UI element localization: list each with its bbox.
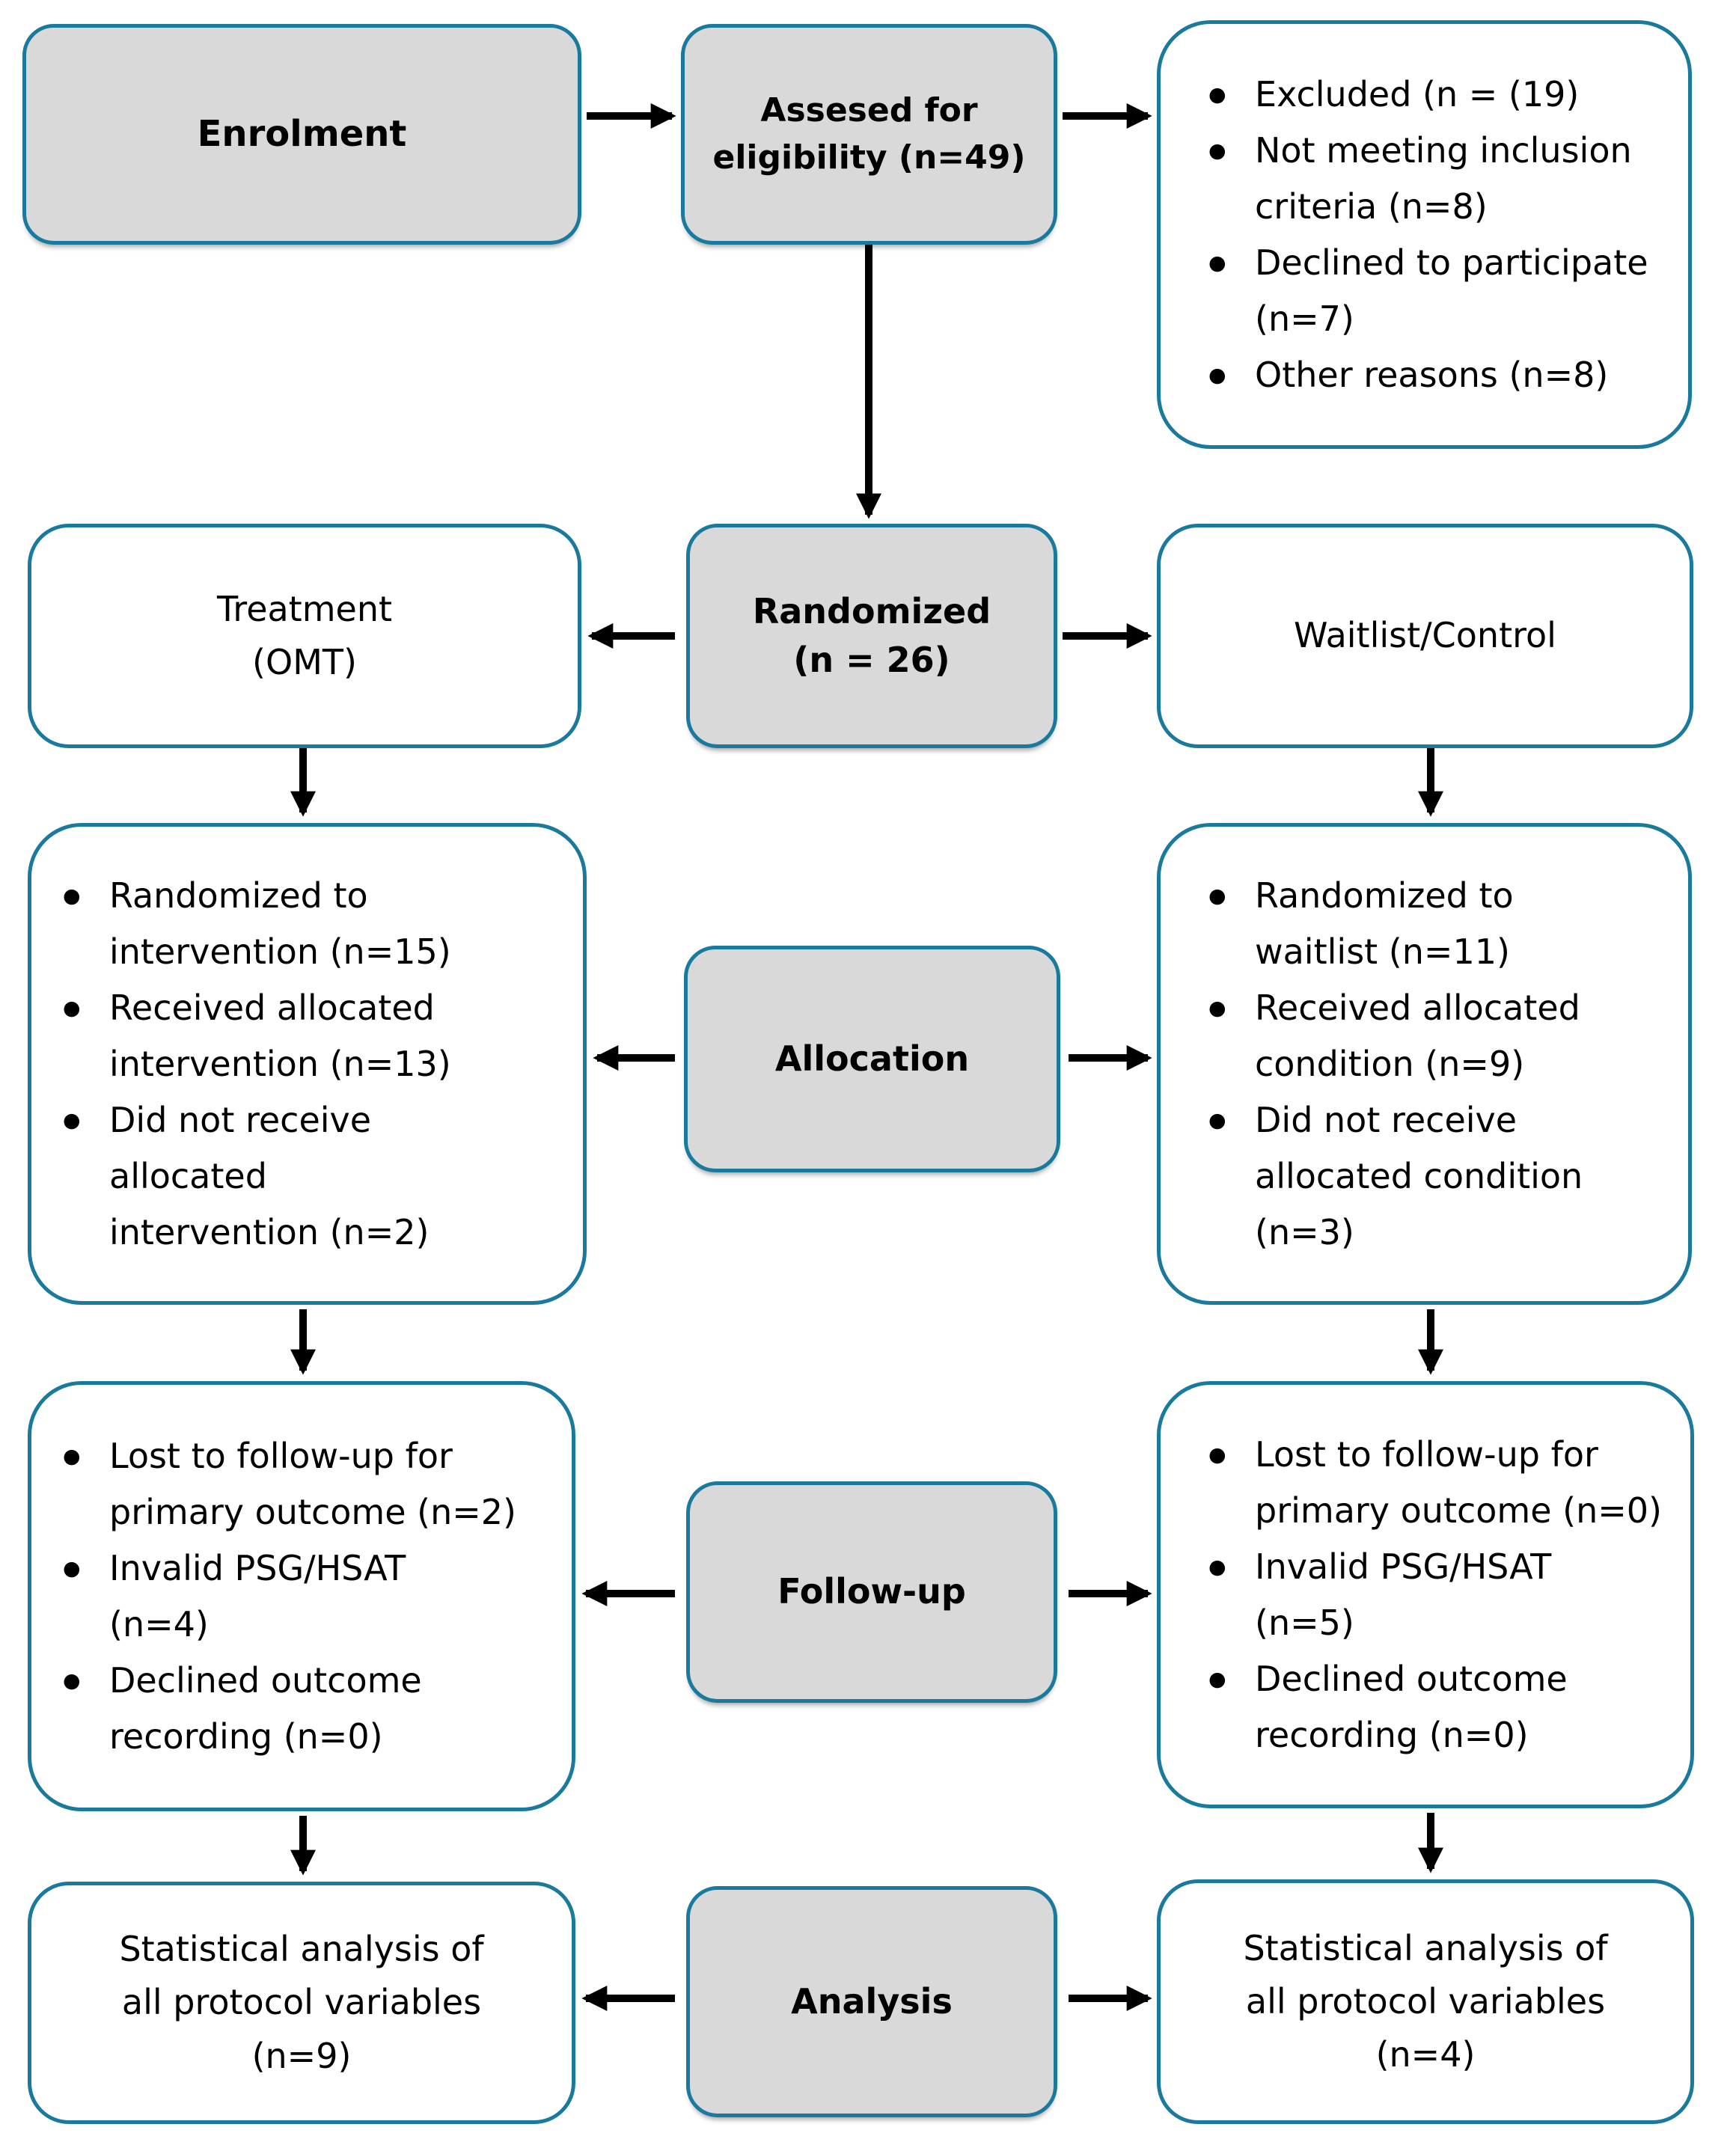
bullet-line: Declined outcome [1255,1658,1568,1699]
box-label-line: Statistical analysis of [119,1929,484,1970]
bullet-line: (n=7) [1255,298,1354,339]
box-followup: Follow-up [686,1481,1057,1703]
bullet-item: Did not receive allocated condition (n=3… [1161,1092,1688,1261]
box-allocation: Allocation [684,946,1060,1172]
box-label-line: all protocol variables [121,1982,482,2023]
bullet-item: Declined outcome recording (n=0) [1161,1651,1690,1763]
box-label: Follow-up [777,1571,966,1612]
box-label-line: eligibility (n=49) [712,138,1026,177]
box-label-line: (OMT) [252,642,357,682]
bullet-line: Randomized to [1255,875,1514,916]
box-followup-right: Lost to follow-up for primary outcome (n… [1157,1381,1694,1808]
bullet-line: Not meeting inclusion [1255,129,1632,171]
bullet-line: Did not receive [1255,1099,1518,1140]
bullet-line: Lost to follow-up for [1255,1433,1598,1475]
box-label-line: Randomized [752,590,991,631]
box-label-line: Treatment [216,588,393,629]
bullet-line: Lost to follow-up for [109,1435,453,1476]
box-followup-left: Lost to follow-up for primary outcome (n… [28,1381,575,1811]
bullet-line: criteria (n=8) [1255,186,1488,227]
box-analysis-left: Statistical analysis of all protocol var… [28,1882,575,2124]
bullet-line: Invalid PSG/HSAT [1255,1546,1552,1587]
bullet-line: Invalid PSG/HSAT [109,1547,406,1588]
allocation-right-list: Randomized to waitlist (n=11) Received a… [1161,868,1688,1261]
followup-left-list: Lost to follow-up for primary outcome (n… [31,1428,572,1765]
bullet-line: recording (n=0) [109,1716,383,1757]
box-label-line: (n=4) [1375,2034,1476,2075]
bullet-item: Lost to follow-up for primary outcome (n… [31,1428,572,1540]
box-label-line: Assesed for [760,91,978,130]
bullet-line: (n=4) [109,1603,209,1644]
bullet-item: Invalid PSG/HSAT (n=4) [31,1540,572,1653]
box-label: Enrolment [197,113,407,156]
box-allocation-left: Randomized to intervention (n=15) Receiv… [28,823,587,1305]
box-label-line: Statistical analysis of [1243,1927,1608,1968]
bullet-item: Randomized to intervention (n=15) [31,868,583,980]
bullet-item: Randomized to waitlist (n=11) [1161,868,1688,980]
box-label: Allocation [774,1038,970,1079]
bullet-line: Declined to participate [1255,242,1648,283]
bullet-line: intervention (n=2) [109,1211,430,1252]
bullet-line: (n=3) [1255,1211,1354,1252]
allocation-left-list: Randomized to intervention (n=15) Receiv… [31,868,583,1261]
box-analysis-right: Statistical analysis of all protocol var… [1157,1879,1694,2124]
bullet-line: primary outcome (n=2) [109,1491,517,1532]
bullet-item: Invalid PSG/HSAT (n=5) [1161,1539,1690,1651]
box-treatment-omt: Treatment (OMT) [28,524,581,748]
bullet-line: Received allocated [1255,987,1580,1028]
bullet-line: intervention (n=13) [109,1043,451,1084]
box-waitlist-control: Waitlist/Control [1157,524,1693,748]
followup-right-list: Lost to follow-up for primary outcome (n… [1161,1427,1690,1763]
bullet-item: Declined to participate (n=7) [1161,235,1688,347]
bullet-line: Other reasons (n=8) [1255,354,1609,395]
bullet-item: Excluded (n = (19) [1161,67,1688,123]
bullet-line: Excluded (n = (19) [1255,73,1580,114]
box-analysis: Analysis [686,1886,1057,2117]
bullet-item: Received allocated intervention (n=13) [31,980,583,1092]
bullet-line: condition (n=9) [1255,1043,1525,1084]
bullet-line: recording (n=0) [1255,1714,1529,1755]
box-label-line: (n=9) [251,2035,352,2076]
box-excluded: Excluded (n = (19) Not meeting inclusion… [1157,20,1692,449]
box-allocation-right: Randomized to waitlist (n=11) Received a… [1157,823,1692,1305]
box-label: Analysis [791,1980,953,2022]
bullet-item: Declined outcome recording (n=0) [31,1653,572,1765]
box-label: Waitlist/Control [1294,615,1556,656]
bullet-line: Declined outcome [109,1659,422,1701]
bullet-line: allocated [109,1155,267,1196]
box-assessed-for-eligibility: Assesed for eligibility (n=49) [681,24,1057,245]
bullet-item: Other reasons (n=8) [1161,347,1688,403]
bullet-item: Lost to follow-up for primary outcome (n… [1161,1427,1690,1539]
box-randomized: Randomized (n = 26) [686,524,1057,748]
bullet-line: Received allocated [109,987,435,1028]
excluded-list: Excluded (n = (19) Not meeting inclusion… [1161,67,1688,403]
box-enrolment: Enrolment [22,24,581,245]
bullet-item: Received allocated condition (n=9) [1161,980,1688,1092]
bullet-line: primary outcome (n=0) [1255,1490,1663,1531]
box-label-line: all protocol variables [1245,1980,1606,2022]
bullet-line: Randomized to [109,875,368,916]
bullet-item: Did not receive allocated intervention (… [31,1092,583,1261]
bullet-line: (n=5) [1255,1602,1354,1643]
bullet-line: allocated condition [1255,1155,1583,1196]
bullet-item: Not meeting inclusion criteria (n=8) [1161,123,1688,235]
bullet-line: waitlist (n=11) [1255,931,1510,972]
bullet-line: Did not receive [109,1099,372,1140]
bullet-line: intervention (n=15) [109,931,451,972]
box-label-line: (n = 26) [793,640,950,680]
